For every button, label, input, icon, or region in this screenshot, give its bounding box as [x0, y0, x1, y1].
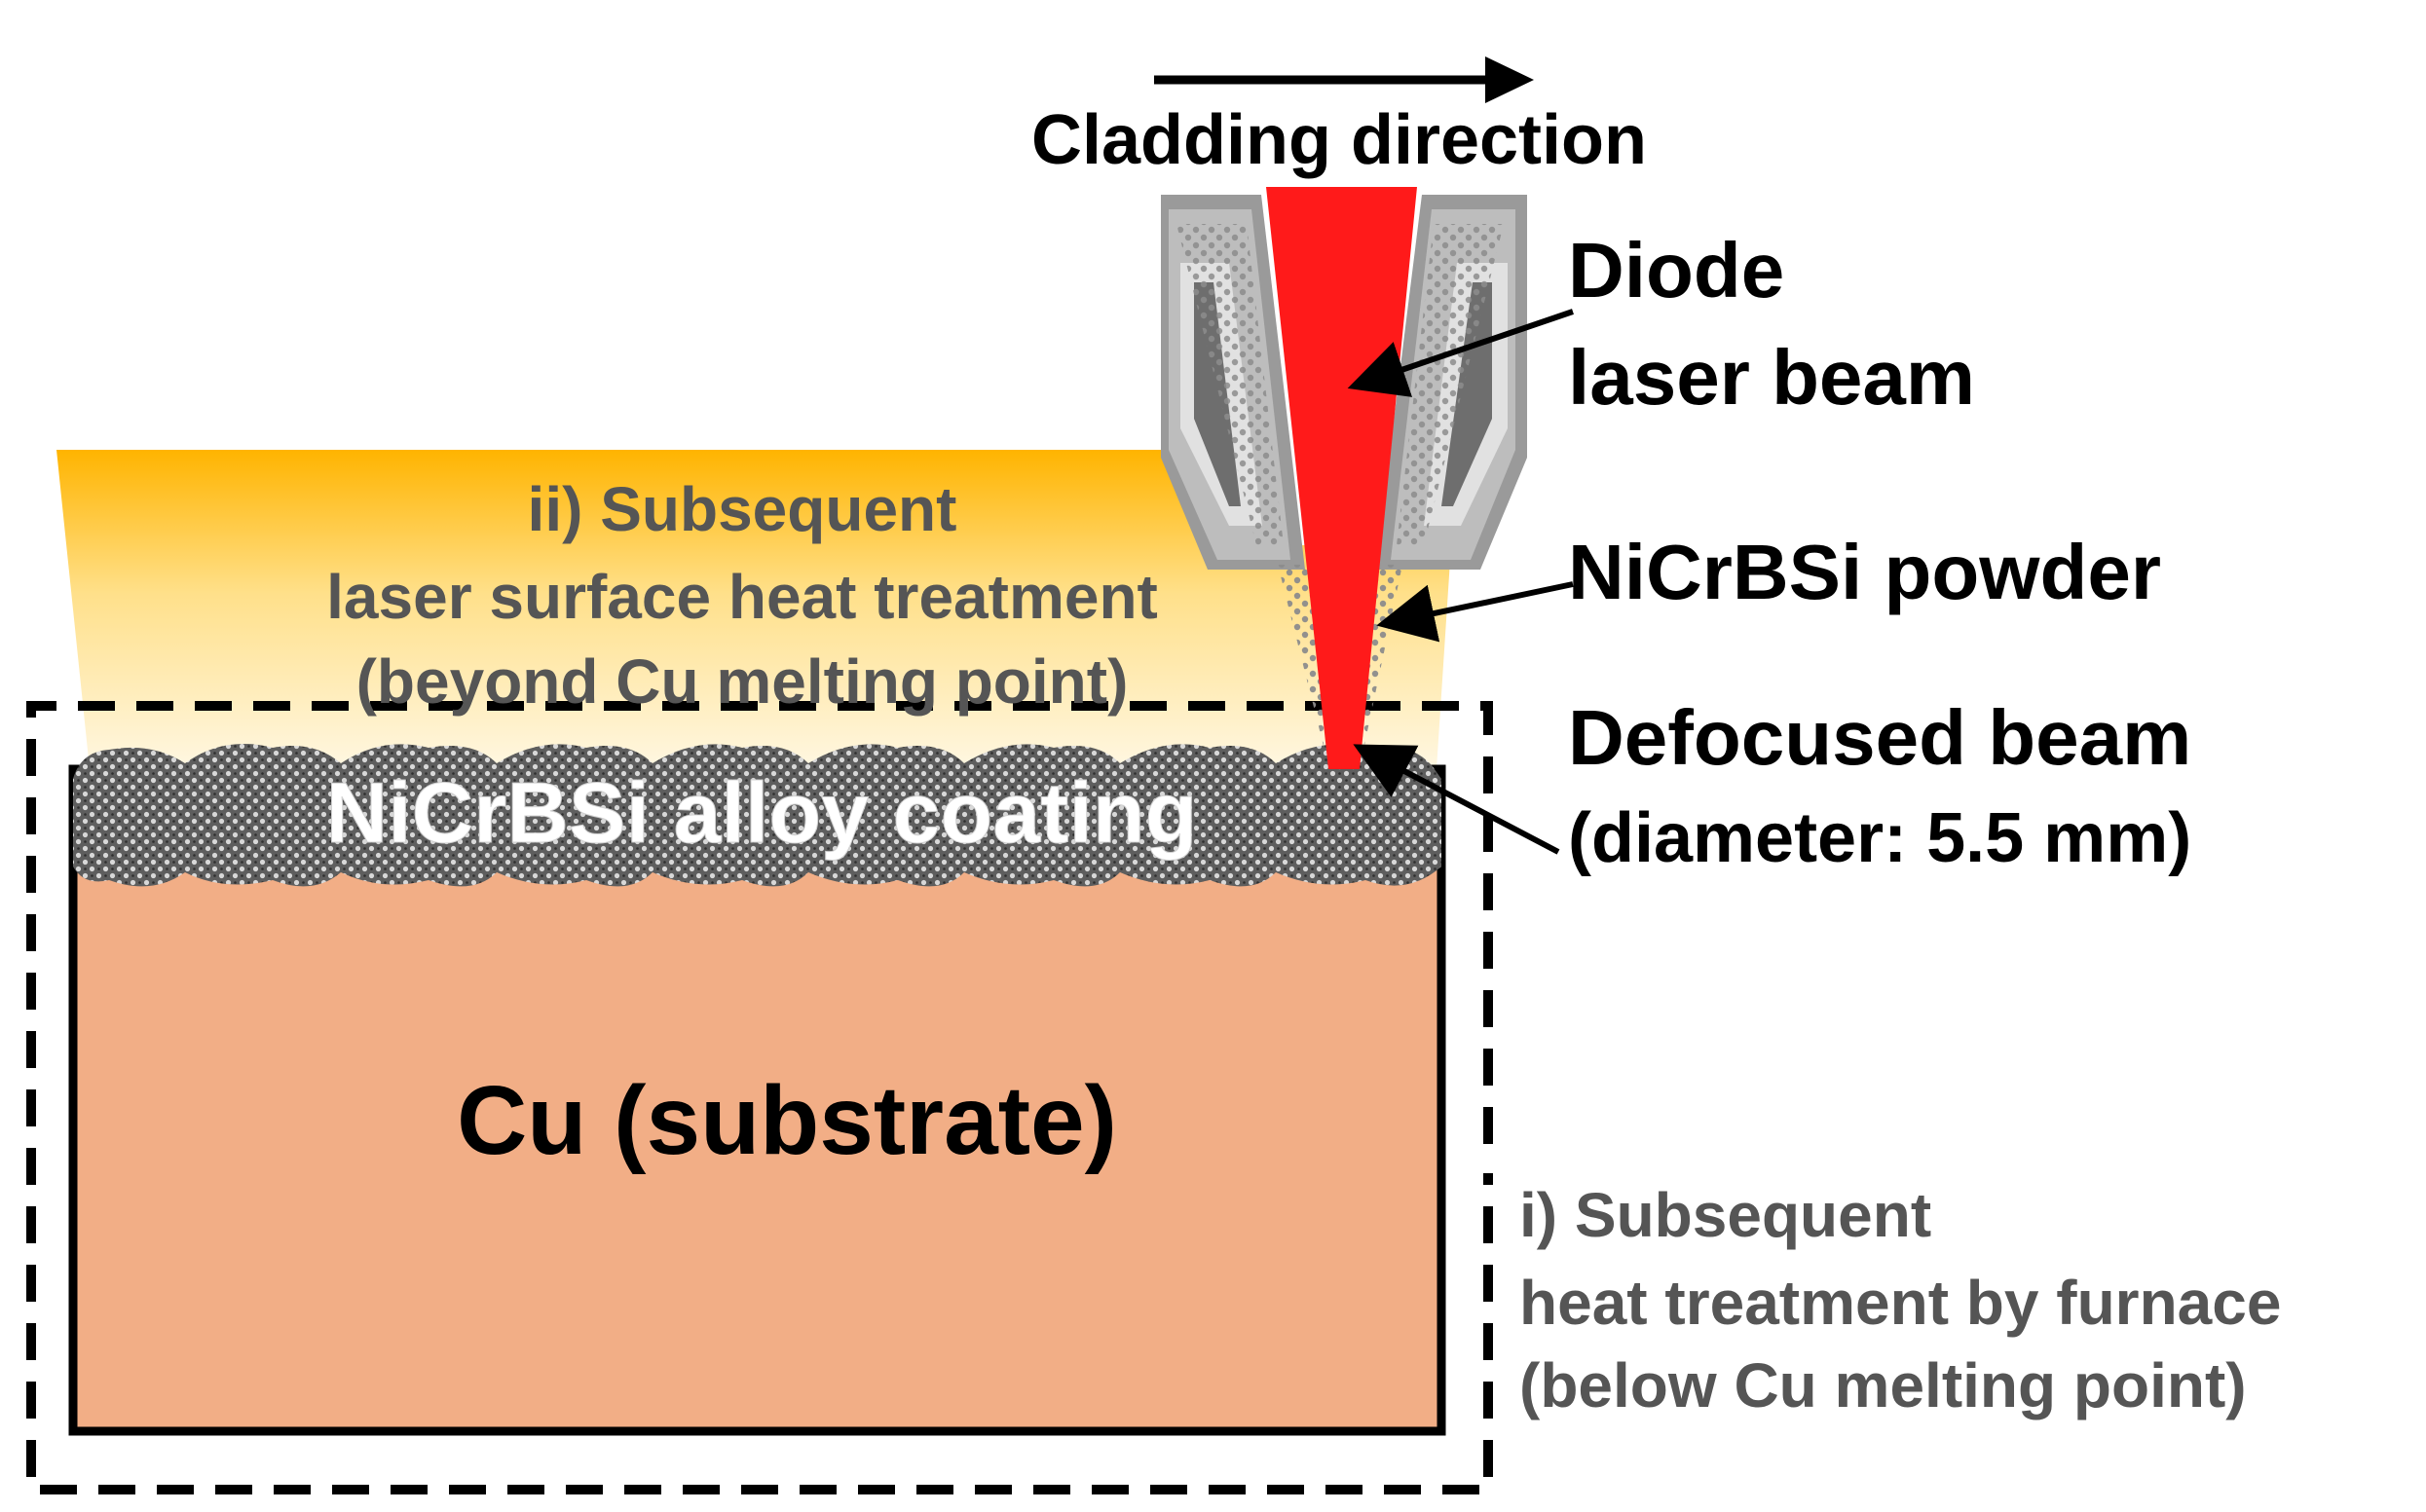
- arrow-right-icon: [1154, 56, 1534, 103]
- furnace-label-line3: (below Cu melting point): [1519, 1350, 2247, 1420]
- substrate-label: Cu (substrate): [457, 1066, 1117, 1175]
- laser-heat-zone: [56, 450, 1451, 769]
- furnace-label-line2: heat treatment by furnace: [1519, 1268, 2281, 1338]
- defocused-pointer: [1353, 744, 1560, 855]
- diode-pointer: [1347, 309, 1574, 397]
- defocused-label-line1: Defocused beam: [1568, 694, 2191, 781]
- laser-ht-label-line1: ii) Subsequent: [528, 474, 957, 544]
- furnace-zone-boundary: [26, 701, 1493, 1494]
- laser-beam: [1266, 187, 1417, 769]
- coating-label: NiCrBSi alloy coating: [326, 764, 1198, 861]
- powder-label: NiCrBSi powder: [1568, 529, 2161, 615]
- powder-pointer: [1376, 581, 1574, 643]
- diode-label-line1: Diode: [1568, 227, 1784, 313]
- defocused-label-line2: (diameter: 5.5 mm): [1568, 799, 2191, 877]
- cladding-nozzle-icon: [1161, 195, 1527, 570]
- laser-ht-label-line3: (beyond Cu melting point): [356, 646, 1129, 717]
- pointer-arrows: [1347, 309, 1574, 855]
- diode-label-line2: laser beam: [1568, 334, 1975, 421]
- alloy-coating: [73, 743, 1441, 887]
- cladding-direction-label: Cladding direction: [1031, 101, 1647, 179]
- laser-ht-label-line2: laser surface heat treatment: [326, 562, 1158, 632]
- furnace-label-line1: i) Subsequent: [1519, 1180, 1931, 1250]
